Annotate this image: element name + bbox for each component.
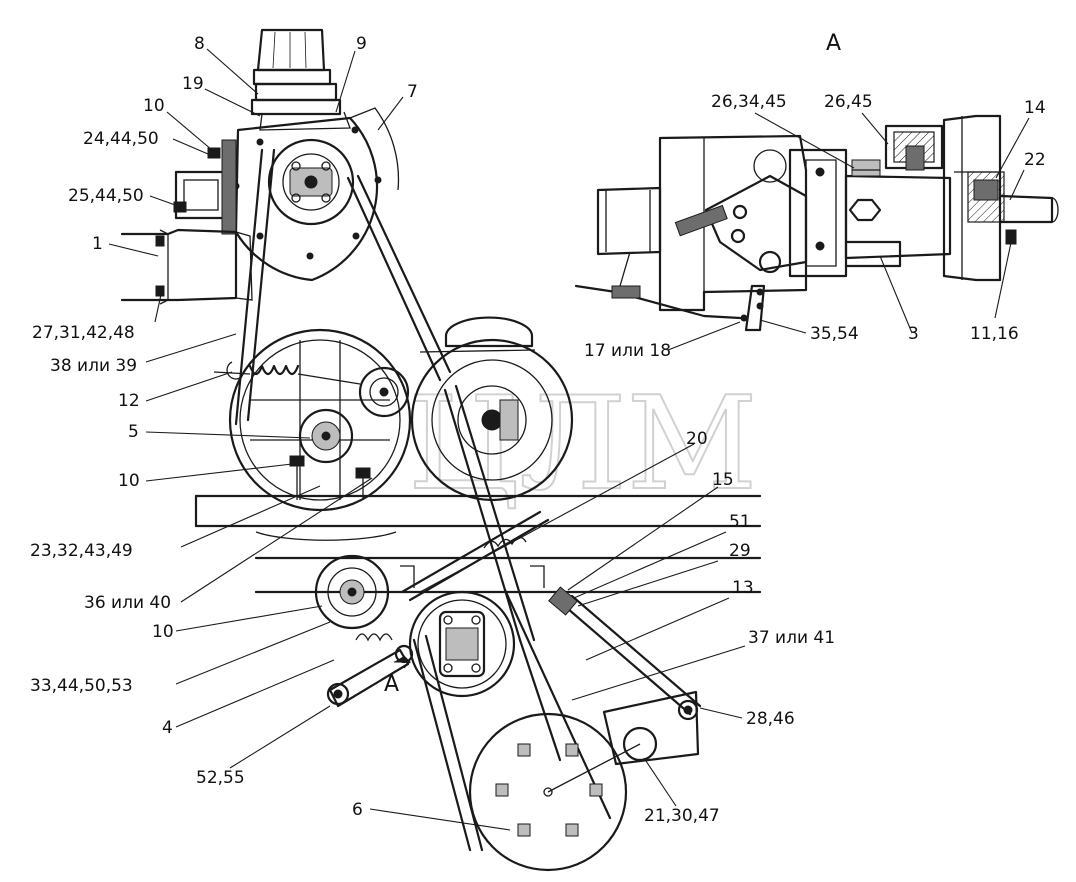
frame-pipe	[120, 228, 253, 305]
callout-37-or-41: 37 или 41	[748, 628, 835, 648]
callout-11-16: 11,16	[970, 324, 1019, 344]
callout-5: 5	[128, 422, 139, 442]
callout-1: 1	[92, 234, 103, 254]
callout-3: 3	[908, 324, 919, 344]
callout-38-or-39: 38 или 39	[50, 356, 137, 376]
callout-21-30-47: 21,30,47	[644, 806, 720, 826]
callout-13: 13	[732, 578, 754, 598]
callout-17-or-18: 17 или 18	[584, 341, 671, 361]
leader-lines	[108, 48, 1030, 831]
callout-10: 10	[143, 96, 165, 116]
section-arrow-label: А	[384, 672, 399, 697]
view-a-title: А	[826, 31, 841, 56]
callout-12: 12	[118, 391, 140, 411]
callout-51: 51	[729, 512, 751, 532]
callout-27-31-42-48: 27,31,42,48	[32, 323, 135, 343]
callout-8: 8	[194, 34, 205, 54]
view-a-detail	[574, 114, 1059, 332]
callout-35-54: 35,54	[810, 324, 859, 344]
callout-6: 6	[352, 800, 363, 820]
callout-20: 20	[686, 429, 708, 449]
lower-tensioner-group	[314, 554, 702, 872]
callout-26-45: 26,45	[824, 92, 873, 112]
callout-26-34-45: 26,34,45	[711, 92, 787, 112]
middle-pulley-group	[213, 316, 574, 512]
callout-29: 29	[729, 541, 751, 561]
callout-36-or-40: 36 или 40	[84, 593, 171, 613]
callout-labels: А А 8 9 19 10 7 24,44,50 25,44,50 1 27,3…	[30, 31, 1046, 826]
callout-23-32-43-49: 23,32,43,49	[30, 541, 133, 561]
callout-4: 4	[162, 718, 173, 738]
callout-15: 15	[712, 470, 734, 490]
callout-10: 10	[152, 622, 174, 642]
callout-33-44-50-53: 33,44,50,53	[30, 676, 133, 696]
callout-7: 7	[407, 82, 418, 102]
callout-19: 19	[182, 74, 204, 94]
callout-10: 10	[118, 471, 140, 491]
callout-22: 22	[1024, 150, 1046, 170]
callout-9: 9	[356, 34, 367, 54]
callout-14: 14	[1024, 98, 1046, 118]
callout-25-44-50: 25,44,50	[68, 186, 144, 206]
upper-pipe-assembly	[173, 28, 400, 282]
callout-52-55: 52,55	[196, 768, 245, 788]
callout-28-46: 28,46	[746, 709, 795, 729]
callout-24-44-50: 24,44,50	[83, 129, 159, 149]
